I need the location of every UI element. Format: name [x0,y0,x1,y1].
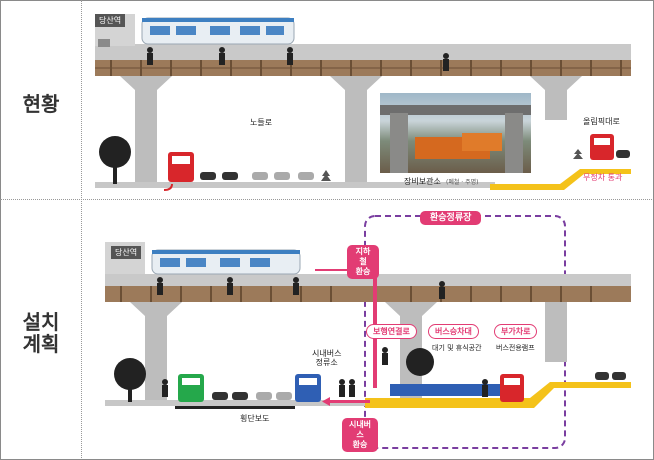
depot-note: (폐철 · 주명) [446,179,479,186]
deck-pedestrians [157,277,445,299]
ground-road [95,182,495,188]
walkway-tag: 보행연결로 [366,324,417,339]
city-bus-tag-line1: 시내버스 [348,420,372,439]
subway-transfer-tag: 지하철 환승 [347,245,379,279]
olympic-bus [590,134,614,160]
tree [114,358,146,390]
crosswalk [175,406,295,409]
city-bus-stop-line2: 정류소 [315,358,338,367]
ground-road [105,400,365,406]
city-bus-transfer-tag: 시내버스 환승 [342,418,378,452]
transfer-title-tag: 환승정류장 [420,211,482,225]
lane-tag: 부가차로 [494,324,538,339]
ground-cars [212,372,626,400]
piers [130,302,567,402]
bus-ramp [365,382,631,408]
row-label-plan-line1: 설치 [22,310,60,334]
bottom-station-label: 당산역 [111,246,142,259]
piers [120,76,582,186]
tree [99,136,131,168]
no-parking-label: 무정차 통과 [583,173,623,182]
elevated-deck [105,274,631,288]
deck-pedestrians [147,47,449,71]
road-label: 노들로 [250,118,273,127]
column-divider [81,0,82,458]
bus-ramp-caption: 버스전용램프 [496,344,535,352]
row-label-current: 현황 [22,92,60,116]
transfer-shelter-floor [390,384,510,396]
city-bus-stop-label: 시내버스 정류소 [312,349,341,367]
railing-posts [110,60,622,76]
deck-railing [105,286,631,302]
transfer-tree [406,348,434,376]
ground-cars [200,172,238,180]
row-label-plan-line2: 계획 [22,332,60,356]
depot-label: 장비보관소 [404,177,441,186]
top-station-label: 당산역 [95,14,126,27]
subway-tag-line1: 지하철 [355,247,371,266]
ramp [490,169,631,190]
current-illustration [95,14,631,191]
plan-illustration [105,215,631,449]
bus-wait-caption: 대기 및 휴식공간 [432,344,482,352]
depot-photo [380,93,531,173]
crosswalk-label: 횡단보도 [240,414,270,423]
city-bus-stop-line1: 시내버스 [312,349,342,358]
city-bus-tag-line2: 환승 [352,440,368,449]
bus-wait-tag: 버스승차대 [428,324,479,339]
olympic-road-label: 올림픽대로 [583,117,620,126]
subway-tag-line2: 환승 [355,267,371,276]
row-divider [0,199,652,200]
